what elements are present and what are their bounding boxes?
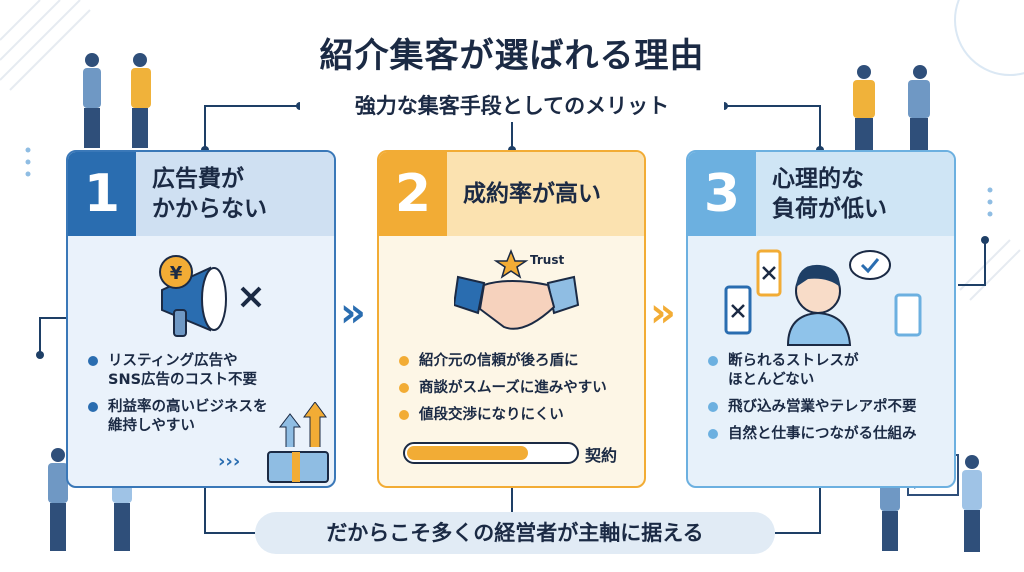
card-header: 1 広告費がかからない: [68, 152, 334, 236]
svg-text:¥: ¥: [170, 263, 183, 284]
card-title: 心理的な: [772, 166, 864, 192]
bottom-message: だからこそ多くの経営者が主軸に据える: [255, 512, 775, 554]
bullet-item: 紹介元の信頼が後ろ盾に: [399, 352, 634, 371]
handshake-trust-icon: Trust: [454, 248, 580, 330]
page-title: 紹介集客が選ばれる理由: [319, 36, 705, 76]
card-number: 2: [379, 152, 447, 236]
card-number: 3: [688, 152, 756, 236]
bullet-item: 商談がスムーズに進みやすい: [399, 379, 634, 398]
card-title: かからない: [152, 196, 267, 222]
bullet-item: 自然と仕事につながる仕組み: [708, 425, 944, 444]
svg-text:›››: ›››: [218, 451, 240, 472]
relaxed-person-icon: [724, 249, 922, 346]
progress-label: 契約: [585, 446, 618, 465]
megaphone-yen-no-icon: ¥: [159, 255, 262, 337]
bullet-item: 利益率の高いビジネスを 維持しやすい: [88, 398, 324, 436]
chevron-right-icon: »: [650, 290, 676, 336]
money-growth-icon: ›››: [218, 402, 329, 483]
progress-bar: [403, 442, 579, 464]
card-header: 2 成約率が高い: [379, 152, 644, 236]
bullet-item: 飛び込み営業やテレアポ不要: [708, 398, 944, 417]
subtitle: 強力な集客手段としてのメリット: [300, 90, 724, 122]
card-2: 2 成約率が高い Trust 紹介元の信頼が後ろ盾に 商談がスムーズに進みやすい…: [377, 150, 646, 488]
svg-text:Trust: Trust: [530, 253, 564, 267]
bullet-list: 断られるストレスが ほとんどない 飛び込み営業やテレアポ不要 自然と仕事につなが…: [708, 352, 944, 452]
bullet-list: リスティング広告や SNS広告のコスト不要 利益率の高いビジネスを 維持しやすい: [88, 352, 324, 444]
card-title: 成約率が高い: [463, 181, 601, 207]
card-number: 1: [68, 152, 136, 236]
progress-fill: [407, 446, 528, 460]
card-3: 3 心理的な負荷が低い 断られるストレスが ほとんどない 飛び込み営業やテレアポ…: [686, 150, 956, 488]
bullet-item: 値段交渉になりにくい: [399, 406, 634, 425]
card-header: 3 心理的な負荷が低い: [688, 152, 954, 236]
card-title: 広告費が: [152, 166, 244, 192]
chevron-right-icon: »: [340, 290, 366, 336]
bullet-list: 紹介元の信頼が後ろ盾に 商談がスムーズに進みやすい 値段交渉になりにくい: [399, 352, 634, 433]
bullet-item: 断られるストレスが ほとんどない: [708, 352, 944, 390]
card-1: 1 広告費がかからない ¥ リスティング広告や SNS広告のコスト不要 利益率の…: [66, 150, 336, 488]
bullet-item: リスティング広告や SNS広告のコスト不要: [88, 352, 324, 390]
card-title: 負荷が低い: [772, 196, 887, 222]
